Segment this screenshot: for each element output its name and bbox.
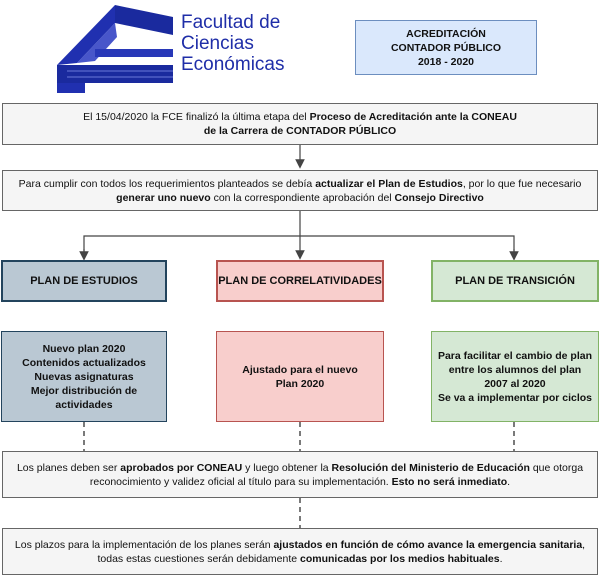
box4-bold-2: comunicadas por los medios habituales: [300, 552, 500, 565]
box3-bold-3: Esto no será inmediato: [391, 475, 508, 488]
box4-bold-1: ajustados en función de cómo avance la e…: [273, 538, 583, 551]
faculty-name: Facultad de Ciencias Económicas: [181, 12, 285, 75]
plan-correlatividades-header: PLAN DE CORRELATIVIDADES: [216, 260, 384, 302]
plan-correlatividades-line-1: Ajustado para el nuevo: [242, 363, 358, 376]
requirements-box: Para cumplir con todos los requerimiento…: [2, 170, 598, 211]
box2-bold-3: Consejo Directivo: [394, 191, 484, 204]
plan-transicion-line-4: Se va a implementar por ciclos: [437, 391, 593, 404]
timeline-box: Los plazos para la implementación de los…: [2, 528, 598, 575]
box3-bold-2: Resolución del Ministerio de Educación: [331, 461, 530, 474]
box2-text-1: Para cumplir con todos los requerimiento…: [18, 177, 316, 190]
plan-transicion-title: PLAN DE TRANSICIÓN: [455, 275, 575, 287]
box1-text-1: El 15/04/2020 la FCE finalizó la última …: [83, 111, 310, 123]
plan-estudios-line-3: Nuevas asignaturas: [34, 370, 134, 383]
plan-estudios-details: Nuevo plan 2020 Contenidos actualizados …: [1, 331, 167, 422]
plan-transicion-line-2: entre los alumnos del plan: [448, 363, 582, 376]
box4-text-1: Los plazos para la implementación de los…: [14, 538, 274, 551]
box3-bold-1: aprobados por CONEAU: [120, 461, 243, 474]
plan-correlatividades-line-2: Plan 2020: [275, 377, 325, 390]
plan-estudios-line-2: Contenidos actualizados: [22, 356, 146, 369]
plan-transicion-header: PLAN DE TRANSICIÓN: [431, 260, 599, 302]
plan-estudios-title: PLAN DE ESTUDIOS: [30, 275, 138, 287]
approval-box: Los planes deben ser aprobados por CONEA…: [2, 451, 598, 498]
plan-transicion-line-3: 2007 al 2020: [484, 377, 546, 390]
plan-estudios-line-4: Mejor distribución de: [30, 384, 138, 397]
plan-estudios-line-5: actividades: [55, 398, 113, 411]
accreditation-career: CONTADOR PÚBLICO: [390, 41, 502, 54]
box2-bold-1: actualizar el Plan de Estudios: [315, 177, 463, 190]
faculty-logo-icon: [57, 5, 173, 93]
branch-line: [83, 235, 515, 256]
box1-bold-1: Proceso de Acreditación ante la CONEAU: [309, 111, 517, 123]
box4-text-4: .: [499, 552, 503, 565]
plan-transicion-details: Para facilitar el cambio de plan entre l…: [431, 331, 599, 422]
plan-transicion-line-1: Para facilitar el cambio de plan: [437, 349, 593, 362]
box3-text-5: .: [507, 475, 511, 488]
box3-text-1: Los planes deben ser: [16, 461, 121, 474]
plan-estudios-header: PLAN DE ESTUDIOS: [1, 260, 167, 302]
plan-correlatividades-title: PLAN DE CORRELATIVIDADES: [218, 275, 382, 287]
faculty-name-line-2: Ciencias: [181, 33, 254, 54]
accreditation-completed-box: El 15/04/2020 la FCE finalizó la última …: [2, 103, 598, 145]
box2-text-2: , por lo que fue necesario: [462, 177, 582, 190]
box4-text-2: ,: [582, 538, 586, 551]
accreditation-title: ACREDITACIÓN: [406, 27, 486, 40]
box3-text-2: y luego obtener la: [242, 461, 332, 474]
box2-bold-2: generar uno nuevo: [116, 191, 211, 204]
accreditation-years: 2018 - 2020: [417, 55, 475, 68]
box1-bold-2: de la Carrera de CONTADOR PÚBLICO: [203, 125, 397, 137]
box3-text-3: que otorga: [529, 461, 584, 474]
box2-text-3: con la correspondiente aprobación del: [210, 191, 395, 204]
box3-text-4: reconocimiento y validez oficial al títu…: [89, 475, 392, 488]
plan-estudios-line-1: Nuevo plan 2020: [42, 342, 126, 355]
faculty-name-line-1: Facultad de: [181, 12, 281, 33]
accreditation-box: ACREDITACIÓN CONTADOR PÚBLICO 2018 - 202…: [355, 20, 537, 75]
faculty-name-line-3: Económicas: [181, 54, 285, 75]
plan-correlatividades-details: Ajustado para el nuevo Plan 2020: [216, 331, 384, 422]
box4-text-3: todas estas cuestiones serán debidamente: [97, 552, 301, 565]
